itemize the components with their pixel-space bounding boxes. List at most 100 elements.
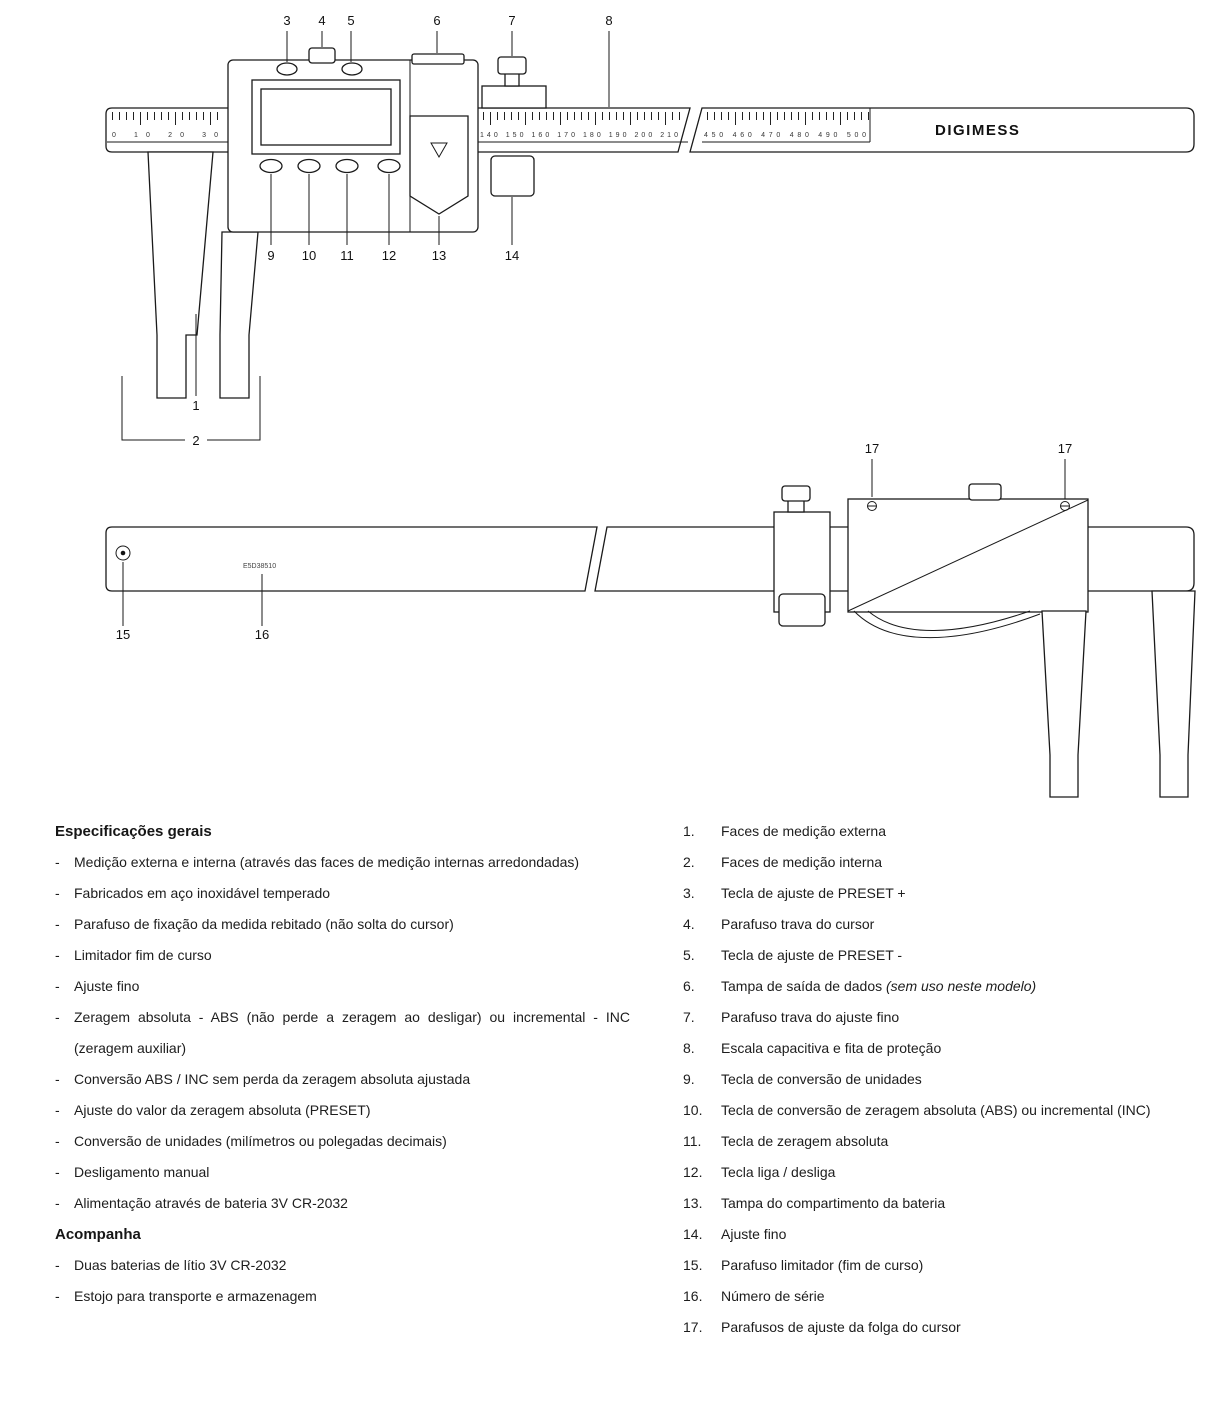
play-adjust-screw-right — [1060, 501, 1070, 511]
scale-numbers-right: 450 460 470 480 490 500 — [704, 132, 866, 139]
play-adjust-screw-left — [867, 501, 877, 511]
spec-text: Limitador fim de curso — [74, 947, 212, 963]
specs-heading: Especificações gerais — [55, 823, 212, 840]
legend-column: 1. Faces de medição externa 2. Faces de me… — [683, 816, 1195, 1343]
spec-text: Medição externa e interna (através das f… — [74, 854, 580, 870]
legend-number: 14. — [683, 1226, 703, 1242]
legend-item: 10. Tecla de conversão de zeragem absolut… — [683, 1095, 1195, 1126]
legend-number: 7. — [683, 1009, 695, 1025]
list-item: -Conversão de unidades (milímetros ou po… — [55, 1126, 630, 1157]
legend-label: Tecla de conversão de unidades — [721, 1071, 922, 1087]
legend-item: 1. Faces de medição externa — [683, 816, 1195, 847]
legend-number: 9. — [683, 1071, 695, 1087]
legend-label: Faces de medição externa — [721, 823, 886, 839]
legend-label: Parafuso trava do ajuste fino — [721, 1009, 900, 1025]
serial-number-text: E5D38510 — [243, 563, 276, 570]
legend-number: 15. — [683, 1257, 703, 1273]
support-bracket-curve — [853, 610, 1041, 639]
list-item: -Alimentação através de bateria 3V CR-20… — [55, 1188, 630, 1219]
legend-number: 16. — [683, 1288, 703, 1304]
include-text: Estojo para transporte e armazenagem — [74, 1288, 317, 1304]
caliper-back-view: E5D38510 — [105, 441, 1196, 798]
legend-item: 6.Tampa de saída de dados (sem uso neste… — [683, 971, 1195, 1002]
legend-label: Parafuso limitador (fim de curso) — [721, 1257, 924, 1273]
callout-label-17-right: 17 — [1058, 441, 1072, 456]
bullet-dash: - — [55, 978, 60, 994]
legend-label: Tecla de ajuste de PRESET - — [721, 947, 903, 963]
beam-scale-ticks — [702, 112, 870, 125]
front-moving-jaw — [219, 231, 259, 399]
legend-label: Tecla liga / desliga — [721, 1164, 836, 1180]
list-item: -Ajuste fino — [55, 971, 630, 1002]
fine-adjust-roller — [490, 155, 535, 197]
on-off-button — [377, 158, 401, 174]
callout-label-3: 3 — [283, 13, 290, 28]
spec-text: Ajuste do valor da zeragem absoluta (PRE… — [74, 1102, 371, 1118]
bullet-dash: - — [55, 1195, 60, 1211]
legend-label: Ajuste fino — [721, 1226, 787, 1242]
back-fine-lock-screw — [781, 485, 811, 502]
legend-item: 5. Tecla de ajuste de PRESET - — [683, 940, 1195, 971]
legend-item: 3.Tecla de ajuste de PRESET + — [683, 878, 1195, 909]
callout-label-2: 2 — [192, 433, 199, 448]
legend-number: 10. — [683, 1102, 703, 1118]
legend-label: Parafusos de ajuste da folga do cursor — [721, 1319, 961, 1335]
front-callouts: 3 4 5 6 7 8 9 10 11 12 13 — [121, 13, 613, 448]
back-moving-jaw — [1041, 610, 1087, 798]
spec-text: Conversão de unidades (milímetros ou pol… — [74, 1133, 447, 1149]
legend-number: 8. — [683, 1040, 695, 1056]
spec-text: Desligamento manual — [74, 1164, 210, 1180]
fine-adjust-assembly — [481, 56, 547, 197]
caliper-diagram-svg: 0 10 20 30 140 150 160 170 180 190 200 2… — [105, 13, 1196, 798]
bullet-dash: - — [55, 947, 60, 963]
callout-label-10: 10 — [302, 248, 316, 263]
limit-screw — [115, 545, 131, 561]
list-item: -Medição externa e interna (através das … — [55, 847, 630, 878]
legend-item: 4.Parafuso trava do cursor — [683, 909, 1195, 940]
legend-label: Tampa do compartimento da bateria — [721, 1195, 946, 1211]
list-item: -Fabricados em aço inoxidável temperado — [55, 878, 630, 909]
includes-list: -Duas baterias de lítio 3V CR-2032 -Esto… — [55, 1250, 630, 1312]
list-item: -Limitador fim de curso — [55, 940, 630, 971]
list-item: -Ajuste do valor da zeragem absoluta (PR… — [55, 1095, 630, 1126]
fine-adjust-lock-screw — [497, 56, 527, 75]
callout-label-13: 13 — [432, 248, 446, 263]
legend-item: 16. Número de série — [683, 1281, 1195, 1312]
list-item: -Parafuso de fixação da medida rebitado … — [55, 909, 630, 940]
legend-label: Tecla de conversão de zeragem absoluta (… — [721, 1102, 1151, 1118]
bullet-dash: - — [55, 1133, 60, 1149]
legend-list: 1. Faces de medição externa 2. Faces de me… — [683, 816, 1195, 1343]
back-fine-lock-stem — [787, 499, 805, 513]
legend-number: 5. — [683, 947, 695, 963]
caliper-front-view: 0 10 20 30 140 150 160 170 180 190 200 2… — [105, 13, 1195, 448]
back-beam-left-segment — [105, 526, 598, 592]
legend-item: 8.Escala capacitiva e fita de proteção — [683, 1033, 1195, 1064]
legend-label: Tampa de saída de dados (sem uso neste m… — [721, 978, 1037, 994]
include-text: Duas baterias de lítio 3V CR-2032 — [74, 1257, 287, 1273]
callout-label-14: 14 — [505, 248, 519, 263]
callout-label-6: 6 — [433, 13, 440, 28]
legend-number: 2. — [683, 854, 695, 870]
legend-label: Tecla de zeragem absoluta — [721, 1133, 889, 1149]
spec-text: Fabricados em aço inoxidável temperado — [74, 885, 331, 901]
legend-number: 1. — [683, 823, 695, 839]
lcd-frame — [251, 79, 401, 155]
bullet-dash: - — [55, 885, 60, 901]
brand-logo: DIGIMESS — [935, 122, 1020, 139]
spec-text: Ajuste fino — [74, 978, 140, 994]
specs-column: Especificações gerais -Medição externa e… — [55, 816, 630, 1312]
bullet-dash: - — [55, 916, 60, 932]
lcd-display — [260, 88, 392, 146]
back-slider-assembly — [773, 483, 1089, 798]
legend-number: 3. — [683, 885, 695, 901]
legend-note: (sem uso neste modelo) — [886, 978, 1037, 994]
caliper-diagrams: 0 10 20 30 140 150 160 170 180 190 200 2… — [105, 13, 1196, 798]
callout-label-16: 16 — [255, 627, 269, 642]
back-callouts: 17 17 15 16 — [116, 441, 1072, 642]
legend-label: Número de série — [721, 1288, 825, 1304]
bullet-dash: - — [55, 1102, 60, 1118]
callout-label-11: 11 — [340, 248, 354, 263]
includes-heading: Acompanha — [55, 1226, 141, 1243]
legend-item: 9. Tecla de conversão de unidades — [683, 1064, 1195, 1095]
